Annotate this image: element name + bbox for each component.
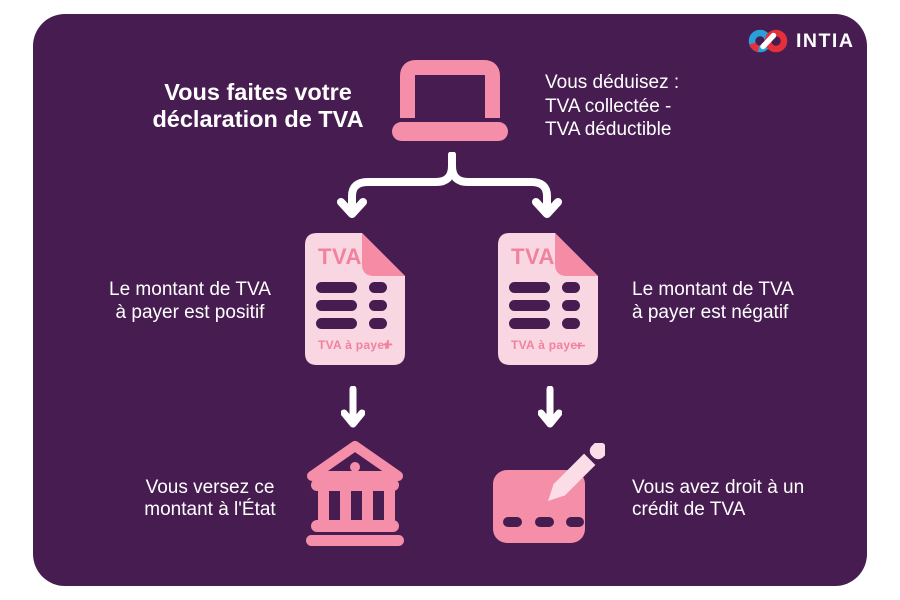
document-lines xyxy=(316,282,387,329)
left-outcome-label: Vous versez ce montant à l'État xyxy=(98,477,322,521)
down-arrow-icon-right xyxy=(538,386,562,428)
document-footer: TVA à payer xyxy=(318,338,389,352)
left-branch-label-line-2: à payer est positif xyxy=(115,302,265,323)
document-title: TVA xyxy=(511,244,555,269)
deduction-line-3: TVA déductible xyxy=(545,119,672,140)
bank-icon xyxy=(306,441,404,546)
main-title: Vous faites votre déclaration de TVA xyxy=(118,79,398,133)
document-fold xyxy=(555,233,598,276)
logo: INTIA xyxy=(748,27,854,55)
tva-document-icon-positive: TVA TVA à payer + xyxy=(305,233,405,365)
right-branch-label-line-2: à payer est négatif xyxy=(632,302,789,323)
logo-text: INTIA xyxy=(796,29,855,52)
right-branch-label-line-1: Le montant de TVA xyxy=(632,279,794,300)
left-branch-label-line-1: Le montant de TVA xyxy=(109,279,271,300)
down-arrow-icon-left xyxy=(341,386,365,428)
left-outcome-line-2: montant à l'État xyxy=(144,499,276,520)
document-lines xyxy=(509,282,580,329)
deduction-note: Vous déduisez : TVA collectée - TVA dédu… xyxy=(545,71,755,142)
title-line-2: déclaration de TVA xyxy=(152,106,364,132)
deduction-line-1: Vous déduisez : xyxy=(545,72,680,93)
tva-document-icon-negative: TVA TVA à payer – xyxy=(498,233,598,365)
document-fold xyxy=(362,233,405,276)
laptop-icon xyxy=(392,60,508,141)
infinity-pen-icon xyxy=(748,29,788,53)
credit-card-pencil-icon xyxy=(493,443,605,543)
background-panel xyxy=(33,14,867,586)
right-branch-label: Le montant de TVA à payer est négatif xyxy=(632,278,862,324)
document-sign-minus: – xyxy=(576,335,585,354)
document-footer: TVA à payer xyxy=(511,338,582,352)
left-branch-label: Le montant de TVA à payer est positif xyxy=(75,278,305,324)
title-line-1: Vous faites votre xyxy=(164,79,352,105)
left-outcome-line-1: Vous versez ce xyxy=(145,477,275,498)
right-outcome-line-2: crédit de TVA xyxy=(632,499,746,520)
document-sign-plus: + xyxy=(383,335,393,354)
pencil-icon xyxy=(548,443,605,501)
right-outcome-label: Vous avez droit à un crédit de TVA xyxy=(632,477,862,521)
deduction-line-2: TVA collectée - xyxy=(545,95,672,117)
document-title: TVA xyxy=(318,244,362,269)
right-outcome-line-1: Vous avez droit à un xyxy=(632,477,805,498)
branch-arrow-icon xyxy=(337,152,562,218)
